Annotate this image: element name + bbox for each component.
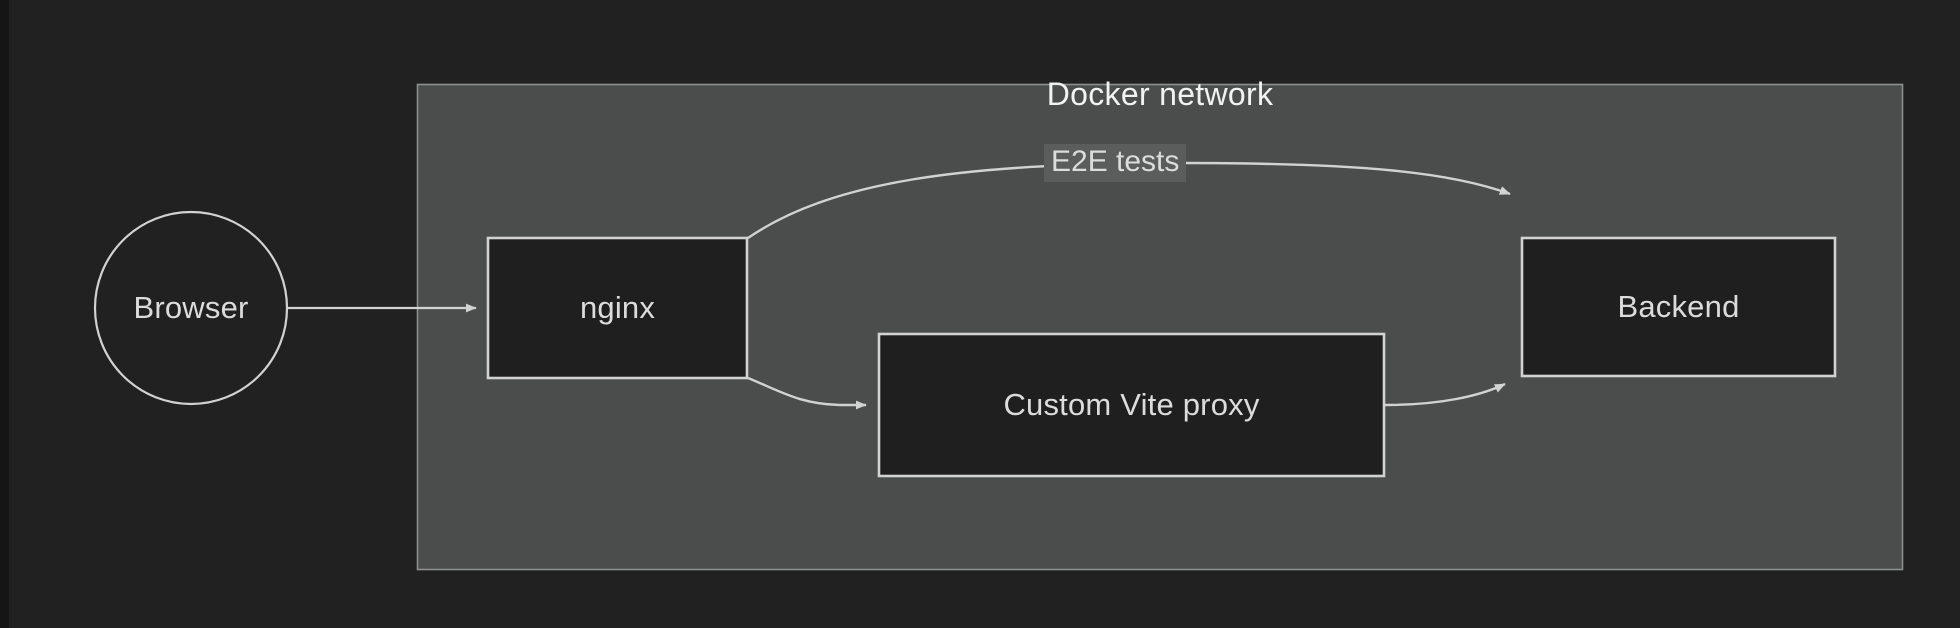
node-browser-shape[interactable]	[93, 210, 289, 406]
node-vite-proxy-shape[interactable]	[877, 332, 1386, 478]
docker-network-title: Docker network	[1046, 76, 1274, 112]
edge-label-e2e-tests: E2E tests	[1044, 144, 1187, 182]
node-backend-shape[interactable]	[1520, 236, 1837, 378]
edge-nginx-to-vite-proxy	[747, 376, 867, 410]
node-nginx-shape[interactable]	[486, 236, 749, 380]
edge-vite-proxy-to-backend	[1384, 382, 1506, 407]
left-edge-gutter	[0, 0, 9, 628]
